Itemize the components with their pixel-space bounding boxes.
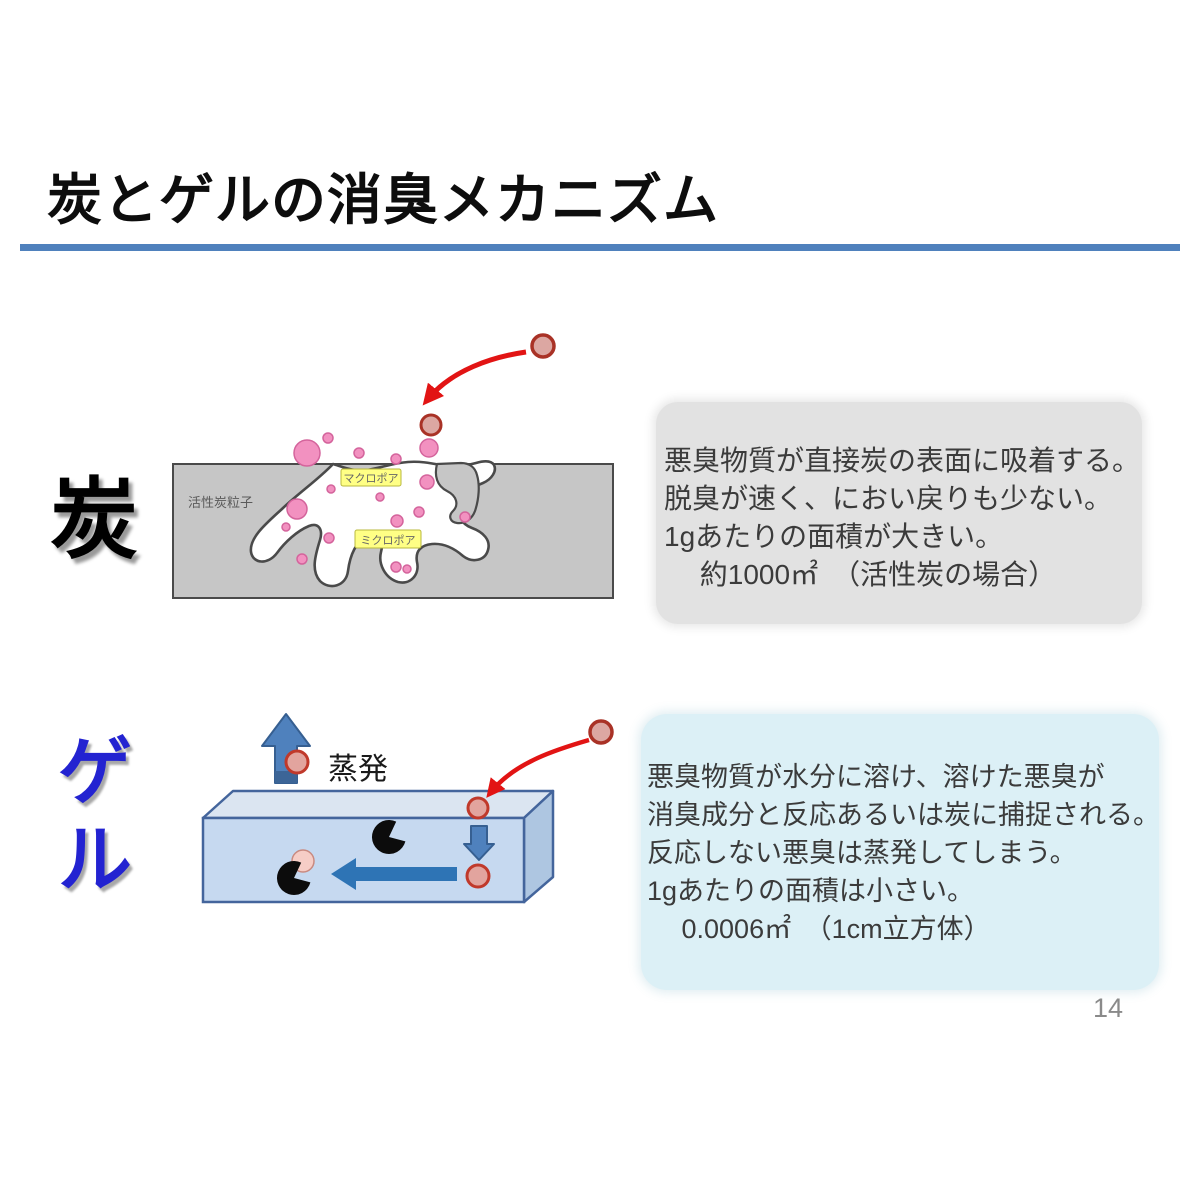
- odor-molecule-on-surface: [466, 796, 490, 820]
- gel-description-box: 悪臭物質が水分に溶け、溶けた悪臭が 消臭成分と反応あるいは炭に捕捉される。 反応…: [641, 714, 1160, 990]
- deodorant-component: [371, 819, 406, 854]
- gel-block-top-face: [201, 789, 555, 820]
- gel-section-label: ゲル: [58, 728, 132, 904]
- charcoal-desc-line: 1gあたりの面積が大きい。: [664, 521, 1004, 552]
- odor-molecule-incoming: [588, 719, 614, 745]
- title-underline: [20, 244, 1180, 251]
- charcoal-desc-line: 悪臭物質が直接炭の表面に吸着する。: [664, 445, 1141, 476]
- gel-desc-line: 悪臭物質が水分に溶け、溶けた悪臭が: [647, 762, 1105, 792]
- evaporation-arrow-base: [275, 771, 297, 783]
- particle-label: 活性炭粒子: [188, 495, 253, 510]
- odor-molecule-incoming: [530, 333, 556, 359]
- charcoal-desc-line: 脱臭が速く、におい戻りも少ない。: [664, 483, 1113, 514]
- slide-title: 炭とゲルの消臭メカニズム: [47, 169, 720, 231]
- carbon-peninsula: [434, 461, 480, 525]
- pore-network: [249, 460, 497, 588]
- evaporating-molecule: [284, 749, 310, 775]
- dissolve-down-arrow: [463, 825, 495, 861]
- gel-label-line2: ル: [58, 818, 132, 901]
- gel-desc-line: 1gあたりの面積は小さい。: [647, 876, 975, 906]
- odor-molecule-landed: [419, 413, 443, 437]
- evaporation-label: 蒸発: [328, 753, 388, 786]
- micropore-tag: ミクロポア: [354, 529, 422, 549]
- page-number: 14: [1093, 993, 1124, 1023]
- reaction-left-arrow: [331, 858, 457, 890]
- charcoal-desc-line: 約1000㎡ （活性炭の場合）: [664, 559, 1057, 590]
- gel-label-line1: ゲ: [58, 730, 132, 813]
- gel-desc-line: 消臭成分と反応あるいは炭に捕捉される。: [647, 800, 1160, 830]
- deodorant-component-capturing: [276, 860, 311, 895]
- gel-desc-line: 0.0006㎡ （1cm立方体）: [647, 914, 991, 944]
- micropore-label: ミクロポア: [361, 534, 416, 547]
- dissolved-molecule: [465, 863, 491, 889]
- charcoal-diagram: 活性炭粒子: [172, 333, 614, 599]
- absorption-arrow: [486, 737, 590, 798]
- charcoal-description-box: 悪臭物質が直接炭の表面に吸着する。 脱臭が速く、におい戻りも少ない。 1gあたり…: [656, 402, 1142, 624]
- gel-diagram: 蒸発: [201, 713, 614, 904]
- gel-desc-line: 反応しない悪臭は蒸発してしまう。: [647, 838, 1077, 868]
- adsorption-arrow: [422, 349, 527, 406]
- macropore-tag: マクロポア: [340, 468, 402, 487]
- macropore-label: マクロポア: [344, 472, 399, 485]
- charcoal-section-label: 炭: [50, 470, 139, 569]
- odor-particles: [281, 432, 471, 574]
